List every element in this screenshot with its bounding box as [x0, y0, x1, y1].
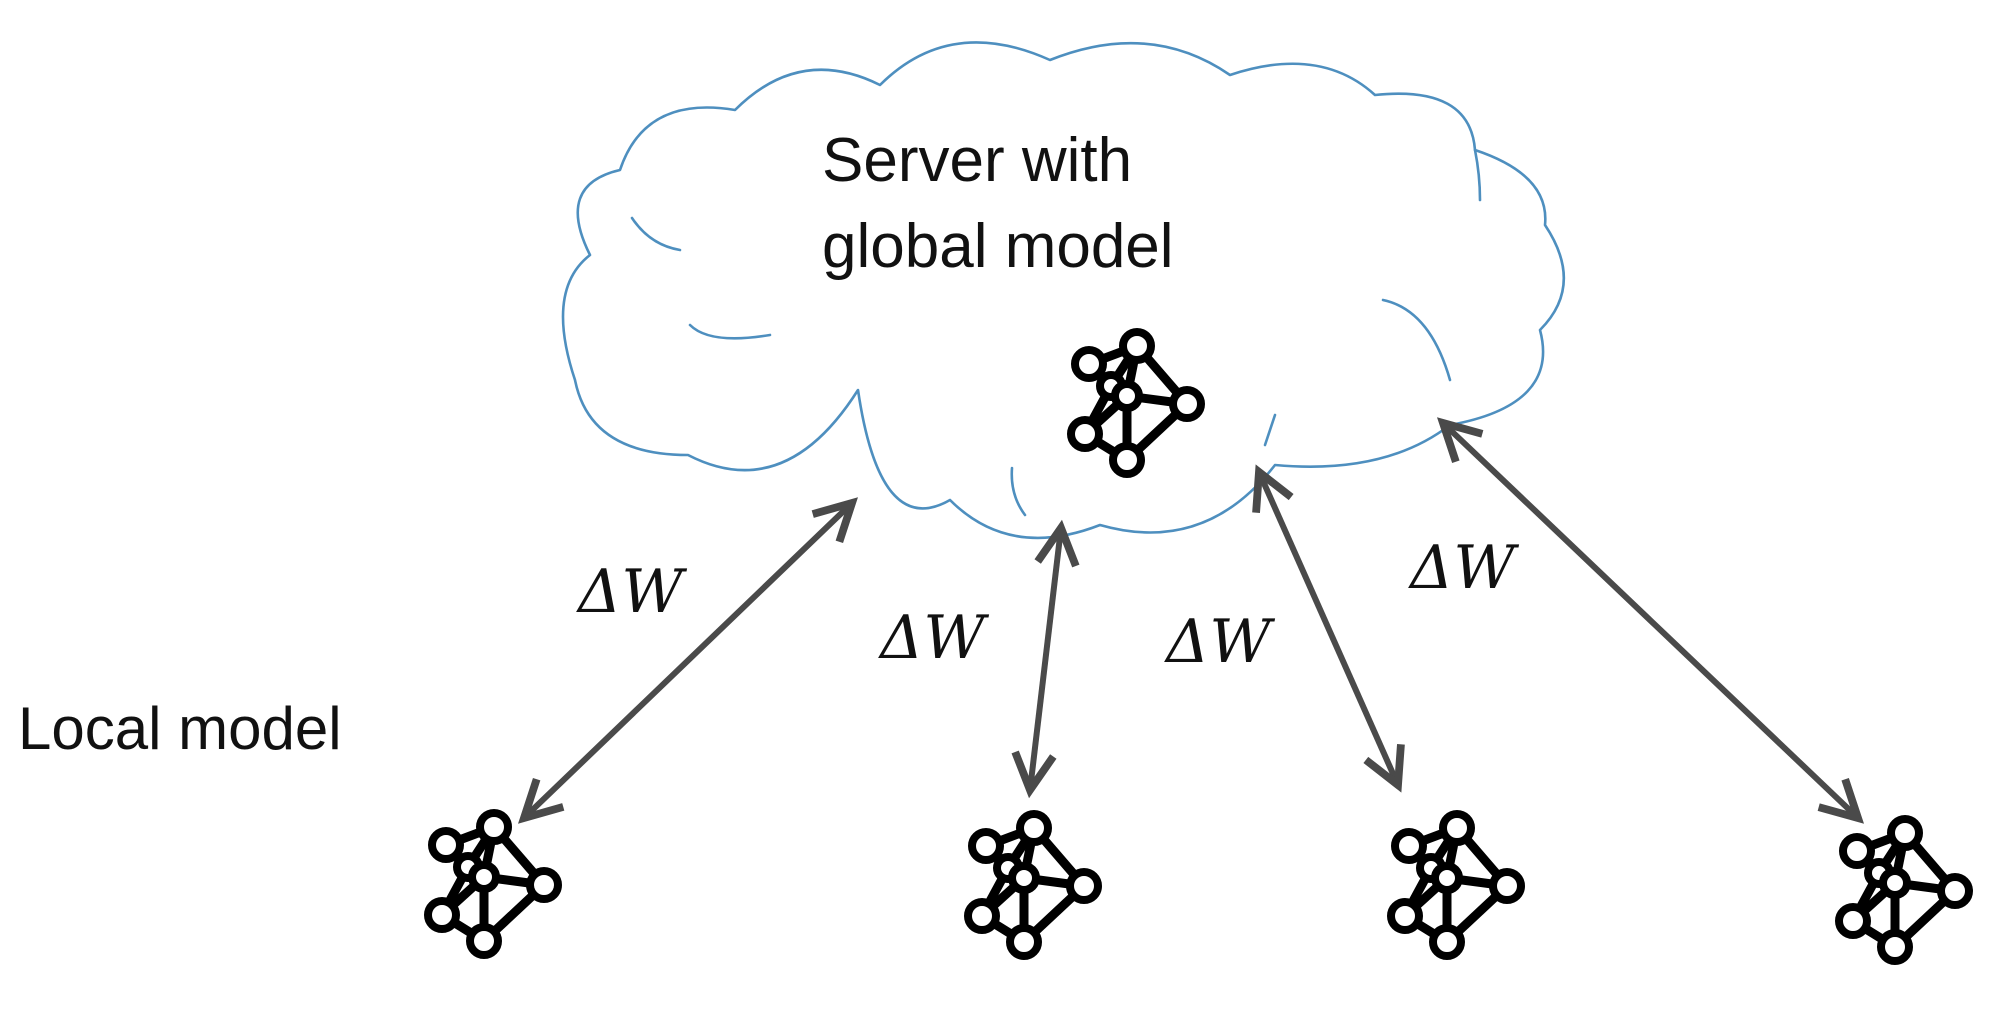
cloud-inner-curve [1263, 413, 1277, 447]
weight-update-label-3: ΔW [1166, 607, 1271, 677]
weight-update-label-1: ΔW [578, 557, 683, 627]
update-arrow-4 [1436, 417, 1865, 824]
weight-update-label-4: ΔW [1410, 533, 1515, 603]
server-cloud [561, 41, 1566, 540]
local-model-network-icon [1839, 819, 1969, 961]
local-model-network-icon [428, 813, 558, 955]
cloud-inner-curve [630, 216, 682, 252]
cloud-inner-curve [1473, 148, 1482, 202]
update-arrow-2 [1011, 519, 1080, 799]
update-arrows [518, 417, 1865, 824]
cloud-inner-curve [1010, 466, 1027, 517]
update-arrow-3 [1252, 464, 1405, 793]
server-label-line2: global model [822, 212, 1174, 281]
server-label-line1: Server with [822, 126, 1133, 195]
cloud-inner-curve [1381, 298, 1452, 382]
cloud-inner-curve [688, 323, 772, 340]
weight-update-label-2: ΔW [880, 603, 985, 673]
update-arrow-1 [518, 497, 858, 824]
local-model-label: Local model [18, 695, 342, 762]
server-label: Server with global model [822, 118, 1174, 290]
cloud-outline [561, 41, 1566, 540]
local-model-network-icon [968, 814, 1098, 956]
local-model-network-icon [1391, 814, 1521, 956]
